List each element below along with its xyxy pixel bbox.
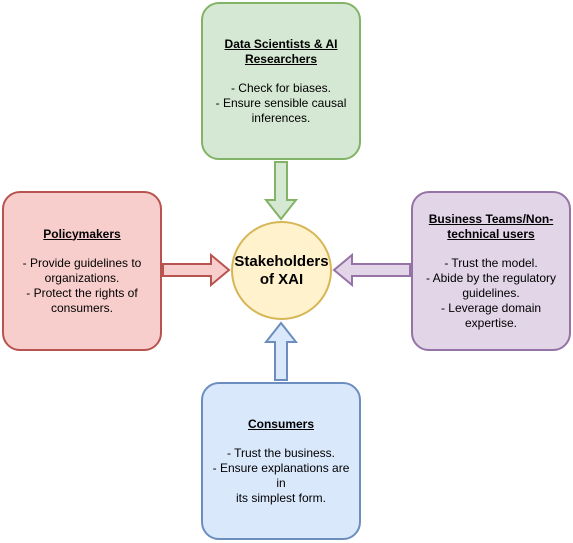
box-text-line: - Trust the model. bbox=[444, 255, 538, 270]
box-title-line: Consumers bbox=[247, 416, 315, 431]
box-text-line: guidelines. bbox=[462, 285, 520, 300]
data-scientists-box: Data Scientists & AI Researchers - Check… bbox=[201, 2, 361, 160]
business-teams-box: Business Teams/Non- technical users - Tr… bbox=[411, 191, 571, 351]
arrow-left-to-center bbox=[162, 252, 231, 288]
policymakers-box: Policymakers - Provide guidelines to org… bbox=[2, 191, 162, 351]
box-text-line: - Leverage domain bbox=[440, 300, 542, 315]
box-text-line: its simplest form. bbox=[235, 490, 326, 505]
consumers-box: Consumers - Trust the business. - Ensure… bbox=[201, 382, 361, 540]
box-text-line: - Trust the business. bbox=[226, 445, 336, 460]
box-text-line: organizations. bbox=[44, 270, 120, 285]
box-title-line: Data Scientists & AI bbox=[224, 36, 338, 51]
center-label-line: of XAI bbox=[259, 270, 304, 288]
box-text-line: inferences. bbox=[251, 110, 311, 125]
box-text-line: - Ensure sensible causal bbox=[215, 95, 347, 110]
arrow-bottom-to-center bbox=[263, 321, 299, 381]
box-text-line: - Protect the rights of bbox=[26, 285, 138, 300]
arrow-right-to-center bbox=[332, 252, 411, 288]
arrow-top-to-center bbox=[263, 161, 299, 221]
box-title: Data Scientists & AI Researchers bbox=[225, 37, 338, 67]
box-text-line: consumers. bbox=[50, 300, 114, 315]
box-title-line: Business Teams/Non- bbox=[428, 211, 554, 226]
box-text-line: - Check for biases. bbox=[230, 80, 332, 95]
center-label-line: Stakeholders bbox=[234, 252, 329, 270]
box-title: Business Teams/Non- technical users bbox=[429, 212, 553, 242]
box-text-line: - Provide guidelines to bbox=[22, 255, 142, 270]
box-text-line: expertise. bbox=[464, 315, 518, 330]
box-text-line: - Ensure explanations are in bbox=[212, 460, 350, 490]
box-text-line: - Abide by the regulatory bbox=[425, 270, 557, 285]
box-title-line: Policymakers bbox=[43, 226, 121, 241]
box-title: Consumers bbox=[248, 417, 314, 432]
stakeholders-center-node: Stakeholders of XAI bbox=[231, 221, 332, 320]
box-title-line: Researchers bbox=[244, 51, 318, 66]
box-title: Policymakers bbox=[43, 227, 120, 242]
box-title-line: technical users bbox=[447, 226, 535, 241]
